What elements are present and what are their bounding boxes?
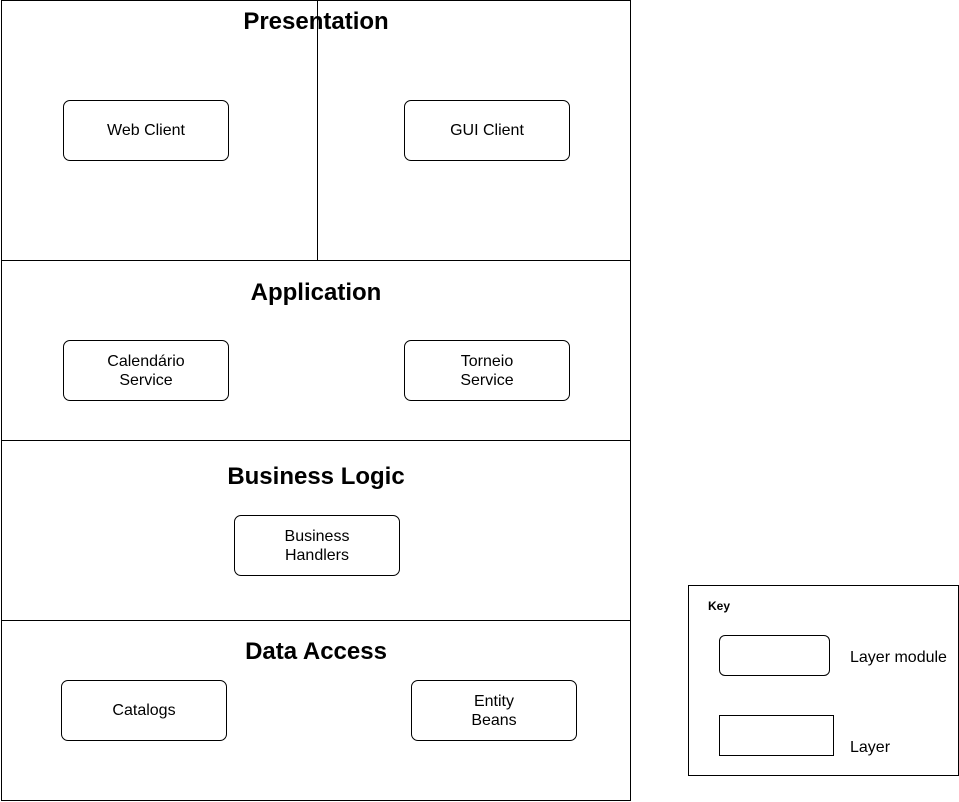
entity-beans-module: Entity Beans — [411, 680, 577, 741]
presentation-layer: Presentation Web Client GUI Client — [1, 0, 631, 261]
legend-key: Key Layer module Layer — [688, 585, 959, 776]
key-layer-swatch — [719, 715, 834, 756]
data-access-layer-title: Data Access — [245, 638, 387, 665]
key-layer-module-swatch — [719, 635, 830, 676]
calendario-service-module: Calendário Service — [63, 340, 229, 401]
business-logic-layer: Business Logic Business Handlers — [1, 440, 631, 621]
key-layer-label: Layer — [850, 739, 891, 756]
application-layer-title: Application — [250, 279, 382, 306]
gui-client-module: GUI Client — [404, 100, 570, 161]
catalogs-module: Catalogs — [61, 680, 227, 741]
web-client-module: Web Client — [63, 100, 229, 161]
key-title: Key — [708, 599, 731, 613]
presentation-divider — [317, 1, 318, 261]
key-layer-module-label: Layer module — [850, 649, 947, 666]
business-logic-layer-title: Business Logic — [227, 463, 405, 490]
presentation-layer-title: Presentation — [243, 8, 389, 35]
torneio-service-module: Torneio Service — [404, 340, 570, 401]
business-handlers-module: Business Handlers — [234, 515, 400, 576]
data-access-layer: Data Access Catalogs Entity Beans — [1, 620, 631, 801]
application-layer: Application Calendário Service Torneio S… — [1, 260, 631, 441]
